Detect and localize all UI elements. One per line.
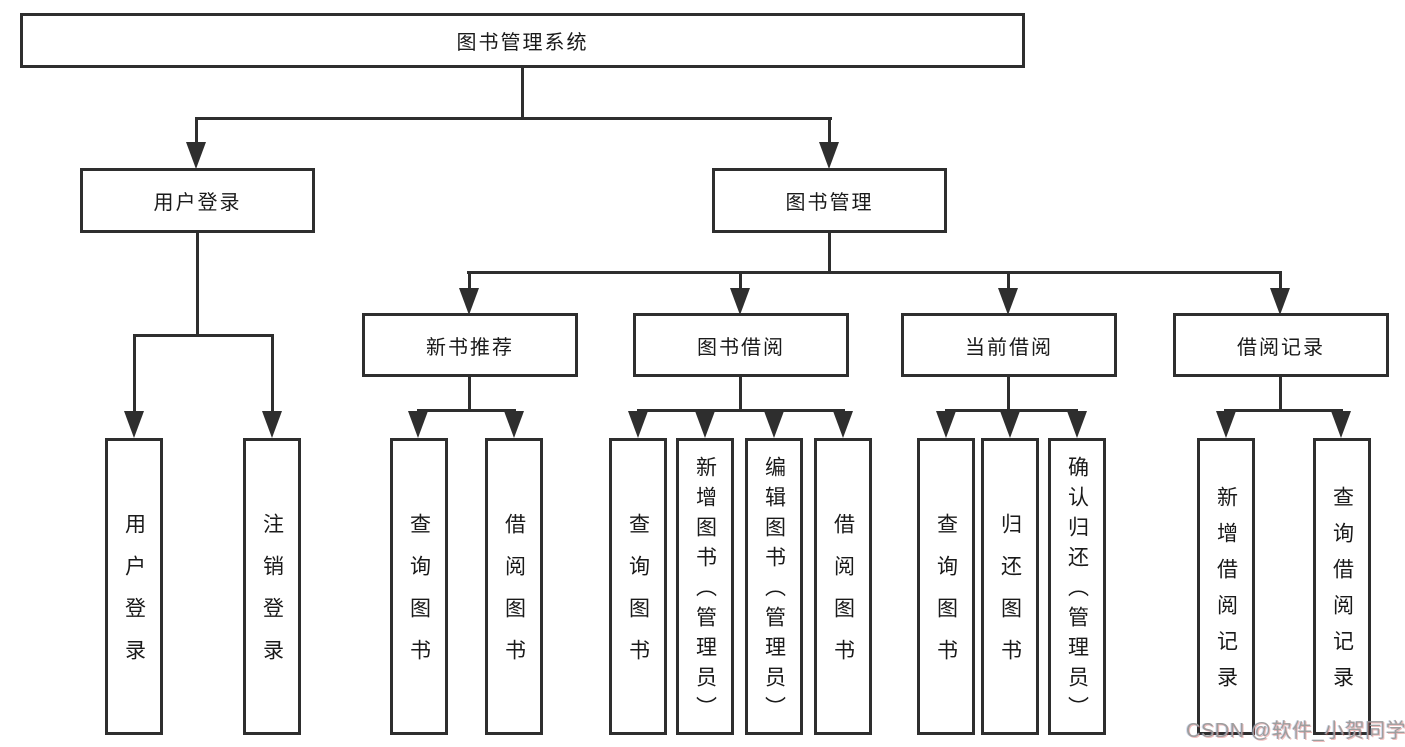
node-library-management-system: 图书管理系统 — [20, 13, 1025, 68]
arrowhead-down-icon — [764, 411, 784, 438]
node-leaf-return-book: 归还图书 — [981, 438, 1039, 735]
node-current-borrow: 当前借阅 — [901, 313, 1117, 377]
arrowhead-down-icon — [819, 142, 839, 169]
node-leaf-edit-book-admin: 编辑图书（管理员） — [745, 438, 803, 735]
node-label: 用户登录 — [153, 192, 242, 214]
arrowhead-down-icon — [1067, 411, 1087, 438]
node-leaf-query-books-current: 查询图书 — [917, 438, 975, 735]
node-label: 查询图书 — [934, 513, 958, 681]
node-label: 用户登录 — [122, 513, 146, 681]
connector-current-borrow-stem — [1007, 375, 1010, 411]
node-label: 图书管理系统 — [456, 32, 589, 54]
arrowhead-down-icon — [124, 411, 144, 438]
arrowhead-down-icon — [833, 411, 853, 438]
node-leaf-user-login: 用户登录 — [105, 438, 163, 735]
connector-borrow-records-bar — [1224, 409, 1343, 412]
node-label: 借阅图书 — [831, 513, 855, 681]
node-new-book-recommend: 新书推荐 — [362, 313, 578, 377]
node-label: 当前借阅 — [965, 336, 1053, 359]
connector-drop-user-login — [195, 117, 198, 145]
node-label: 新增图书（管理员） — [693, 456, 717, 726]
node-label: 新书推荐 — [426, 336, 514, 359]
arrowhead-down-icon — [936, 411, 956, 438]
arrowhead-down-icon — [262, 411, 282, 438]
node-label: 查询图书 — [407, 513, 431, 681]
connector-drop-leaf-login — [133, 334, 136, 412]
node-leaf-confirm-return-admin: 确认归还（管理员） — [1048, 438, 1106, 735]
node-label: 注销登录 — [260, 513, 284, 681]
node-leaf-logout: 注销登录 — [243, 438, 301, 735]
connector-drop-current-borrow — [1007, 271, 1010, 291]
connector-current-borrow-bar — [945, 409, 1078, 412]
arrowhead-down-icon — [459, 288, 479, 315]
node-label: 借阅图书 — [502, 513, 526, 681]
connector-new-book-stem — [468, 375, 471, 411]
arrowhead-down-icon — [1270, 288, 1290, 315]
connector-drop-book-management — [828, 117, 831, 145]
connector-book-borrow-stem — [739, 375, 742, 411]
connector-borrow-records-stem — [1279, 375, 1282, 411]
connector-level2-bar — [195, 117, 832, 120]
node-leaf-query-borrow-record: 查询借阅记录 — [1313, 438, 1371, 735]
arrowhead-down-icon — [504, 411, 524, 438]
node-label: 归还图书 — [998, 513, 1022, 681]
node-label: 编辑图书（管理员） — [762, 456, 786, 726]
csdn-watermark: CSDN @软件_小贺同学 — [1186, 720, 1405, 742]
arrowhead-down-icon — [628, 411, 648, 438]
node-leaf-borrow-books: 借阅图书 — [814, 438, 872, 735]
connector-drop-new-book — [468, 271, 471, 291]
arrowhead-down-icon — [186, 142, 206, 169]
arrowhead-down-icon — [998, 288, 1018, 315]
node-book-management: 图书管理 — [712, 168, 947, 233]
node-label: 确认归还（管理员） — [1065, 456, 1089, 726]
node-leaf-borrow-books-recommend: 借阅图书 — [485, 438, 543, 735]
node-label: 图书借阅 — [697, 336, 785, 359]
connector-book-management-stem — [828, 231, 831, 274]
connector-drop-borrow-records — [1279, 271, 1282, 291]
node-user-login: 用户登录 — [80, 168, 315, 233]
connector-drop-leaf-logout — [271, 334, 274, 412]
node-borrow-records: 借阅记录 — [1173, 313, 1389, 377]
connector-new-book-bar — [417, 409, 516, 412]
connector-book-borrow-bar — [637, 409, 845, 412]
connector-level3-bar — [467, 271, 1282, 274]
node-leaf-query-books-recommend: 查询图书 — [390, 438, 448, 735]
node-leaf-query-books-borrow: 查询图书 — [609, 438, 667, 735]
node-label: 新增借阅记录 — [1214, 486, 1238, 702]
arrowhead-down-icon — [408, 411, 428, 438]
connector-root-stem — [521, 66, 524, 120]
arrowhead-down-icon — [1331, 411, 1351, 438]
node-label: 查询借阅记录 — [1330, 486, 1354, 702]
node-leaf-add-borrow-record: 新增借阅记录 — [1197, 438, 1255, 735]
connector-user-login-stem — [196, 231, 199, 337]
arrowhead-down-icon — [695, 411, 715, 438]
node-label: 查询图书 — [626, 513, 650, 681]
arrowhead-down-icon — [730, 288, 750, 315]
node-book-borrow: 图书借阅 — [633, 313, 849, 377]
arrowhead-down-icon — [1000, 411, 1020, 438]
node-label: 借阅记录 — [1237, 336, 1325, 359]
node-leaf-add-book-admin: 新增图书（管理员） — [676, 438, 734, 735]
connector-user-login-bar — [133, 334, 274, 337]
arrowhead-down-icon — [1216, 411, 1236, 438]
node-label: 图书管理 — [785, 192, 874, 214]
connector-drop-book-borrow — [739, 271, 742, 291]
